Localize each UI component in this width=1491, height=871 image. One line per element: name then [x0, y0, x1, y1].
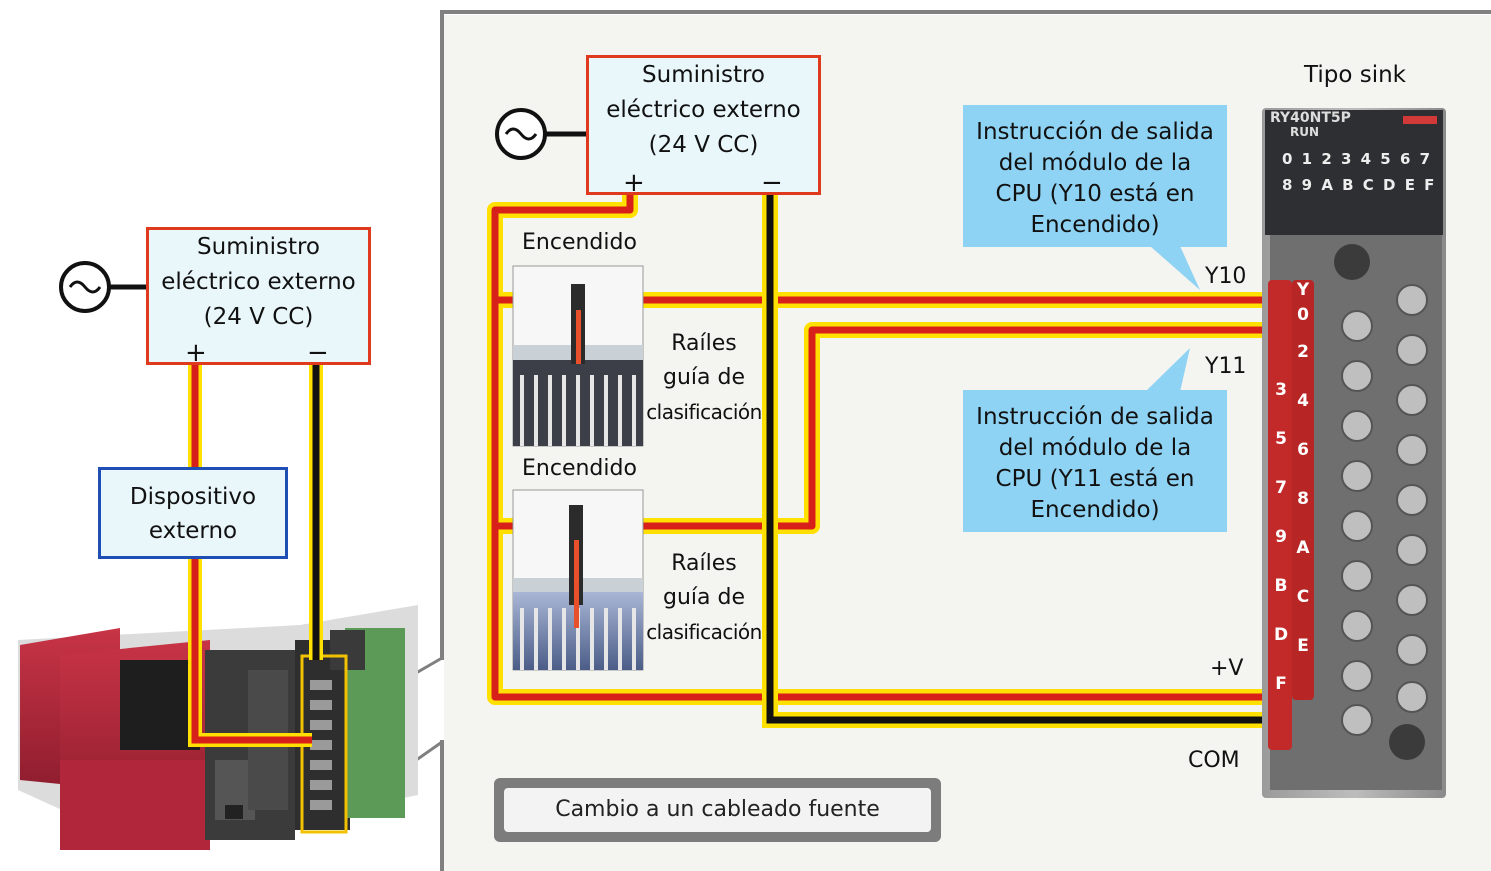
- module-type-label: Tipo sink: [1304, 62, 1406, 88]
- callout-pointer-1: [1150, 246, 1200, 290]
- left-supply-plus: +: [185, 338, 207, 368]
- left-power-supply: Suministro eléctrico externo (24 V CC) +…: [146, 227, 371, 368]
- rail-2-label-line3: clasificación: [646, 620, 762, 644]
- right-supply-line3: (24 V CC): [648, 132, 759, 158]
- terminal-label: E: [1297, 636, 1309, 656]
- positive-wires: [487, 192, 1395, 705]
- switch-to-source-wiring-button[interactable]: Cambio a un cableado fuente: [494, 778, 941, 842]
- terminal-label: 3: [1275, 380, 1287, 400]
- left-supply-line2: eléctrico externo: [161, 269, 356, 295]
- rail-1-label-line1: Raíles: [671, 331, 737, 356]
- terminal-y10-label: Y10: [1205, 264, 1247, 289]
- right-supply-line1: Suministro: [642, 62, 765, 88]
- callout-y10-line1: Instrucción de salida: [976, 119, 1214, 145]
- rail-1-label: Raíles guía de clasificación: [645, 327, 763, 429]
- left-wires: [59, 261, 323, 747]
- callout-y11-line4: Encendido): [1030, 497, 1160, 523]
- terminal-label: B: [1274, 576, 1288, 596]
- callout-y10-line4: Encendido): [1030, 212, 1160, 238]
- module-run: RUN: [1290, 125, 1320, 139]
- external-device-line2: externo: [148, 518, 238, 544]
- terminal-left-column: 3 5 7 9 B D F: [1272, 366, 1290, 709]
- plc-photo: [18, 605, 418, 850]
- negative-wires: [762, 192, 1345, 728]
- callout-y11-line3: CPU (Y11 está en: [995, 466, 1195, 492]
- terminal-label: 7: [1275, 478, 1287, 498]
- terminal-label: 4: [1297, 391, 1309, 411]
- terminal-label: 0: [1297, 305, 1309, 325]
- right-power-supply: Suministro eléctrico externo (24 V CC) +…: [586, 55, 821, 198]
- terminal-plus-v-label: +V: [1210, 656, 1244, 681]
- output-module: [1262, 108, 1446, 798]
- rail-1-state: Encendido: [522, 230, 637, 255]
- terminal-label: 9: [1275, 527, 1287, 547]
- callout-y11-line1: Instrucción de salida: [976, 404, 1214, 430]
- rail-2-label-line2: guía de: [663, 585, 745, 610]
- terminal-y11-label: Y11: [1205, 354, 1247, 379]
- callout-y11-line2: del módulo de la: [998, 435, 1192, 461]
- module-leds-row2: 8 9 A B C D E F: [1282, 176, 1437, 194]
- terminal-label: D: [1273, 625, 1289, 645]
- switch-to-source-wiring-label: Cambio a un cableado fuente: [504, 788, 931, 832]
- right-supply-minus: −: [761, 168, 783, 198]
- module-model: RY40NT5P: [1270, 110, 1351, 126]
- terminal-com-label: COM: [1188, 748, 1240, 773]
- terminal-label: 2: [1297, 342, 1309, 362]
- callout-pointer-2: [1145, 348, 1190, 392]
- rail-2-label-line1: Raíles: [671, 551, 737, 576]
- external-device-line1: Dispositivo: [129, 484, 257, 510]
- external-device-box: Dispositivo externo: [98, 467, 288, 559]
- terminal-label: 8: [1297, 489, 1309, 509]
- rail-1-label-line2: guía de: [663, 365, 745, 390]
- terminal-label: F: [1275, 674, 1287, 694]
- rail-image-2: [512, 489, 644, 671]
- terminal-label: 6: [1297, 440, 1309, 460]
- terminal-label: Y: [1296, 280, 1310, 300]
- callout-y10-line3: CPU (Y10 está en: [995, 181, 1195, 207]
- right-supply-plus: +: [623, 168, 645, 198]
- left-supply-line3: (24 V CC): [203, 304, 314, 330]
- zoom-panel-frame: [440, 10, 1491, 660]
- terminal-right-column: Y 0 2 4 6 8 A C E: [1294, 278, 1312, 671]
- rail-2-state: Encendido: [522, 456, 637, 481]
- callout-y11: Instrucción de salida del módulo de la C…: [963, 390, 1227, 532]
- module-leds-row1: 0 1 2 3 4 5 6 7: [1282, 150, 1433, 168]
- rail-2-label: Raíles guía de clasificación: [645, 547, 763, 649]
- callout-y10: Instrucción de salida del módulo de la C…: [963, 105, 1227, 247]
- right-supply-line2: eléctrico externo: [606, 97, 801, 123]
- left-supply-minus: −: [307, 338, 329, 368]
- rail-image-1: [512, 265, 644, 447]
- terminal-label: 5: [1275, 429, 1287, 449]
- rail-1-label-line3: clasificación: [646, 400, 762, 424]
- callout-y10-line2: del módulo de la: [998, 150, 1192, 176]
- terminal-label: C: [1296, 587, 1310, 607]
- left-supply-line1: Suministro: [197, 234, 320, 260]
- terminal-label: A: [1296, 538, 1310, 558]
